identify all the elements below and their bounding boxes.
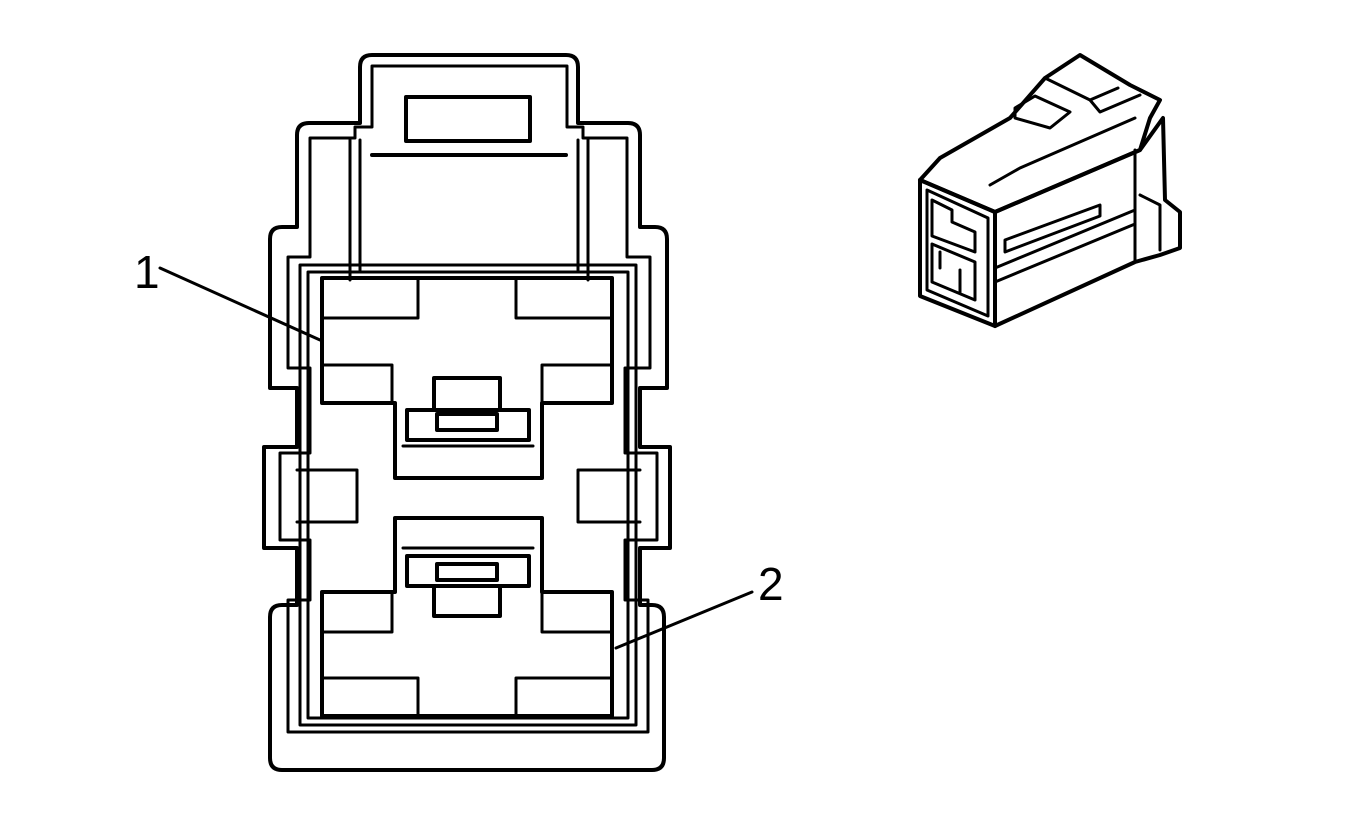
left-notch	[295, 468, 359, 524]
iso-top-latch	[988, 76, 1142, 187]
right-notch	[576, 468, 642, 524]
inner-frame	[298, 263, 638, 727]
housing-inner-outline	[278, 64, 659, 734]
callout-2-label: 2	[758, 558, 784, 610]
cavity-1-slots	[320, 276, 614, 405]
callout-1-label: 1	[134, 246, 160, 298]
callout-1: 1	[134, 246, 322, 342]
latch-window	[404, 95, 532, 143]
callout-1-leader	[158, 266, 322, 342]
iso-side-slot	[1003, 203, 1102, 254]
terminal-1-contact	[405, 408, 531, 442]
cavity-1	[320, 276, 614, 480]
cavity-2	[320, 516, 614, 718]
cavity-2-slots	[320, 590, 614, 718]
iso-top-face	[918, 53, 1162, 214]
connector-face-view	[262, 53, 672, 772]
terminal-2-block	[432, 584, 502, 618]
terminal-1-block	[432, 376, 502, 412]
inner-frame-2	[306, 270, 630, 720]
iso-side-face	[993, 116, 1182, 328]
callout-2: 2	[614, 558, 784, 650]
connector-isometric-view	[918, 53, 1182, 328]
iso-front-inner	[925, 188, 990, 318]
terminal-2-slot	[435, 562, 499, 582]
callout-2-leader	[614, 590, 754, 650]
latch-channel	[348, 138, 590, 282]
iso-side-ribs	[993, 148, 1162, 284]
iso-front-cavities	[930, 198, 977, 302]
terminal-1-slot	[435, 412, 499, 432]
housing-outline	[262, 53, 672, 772]
